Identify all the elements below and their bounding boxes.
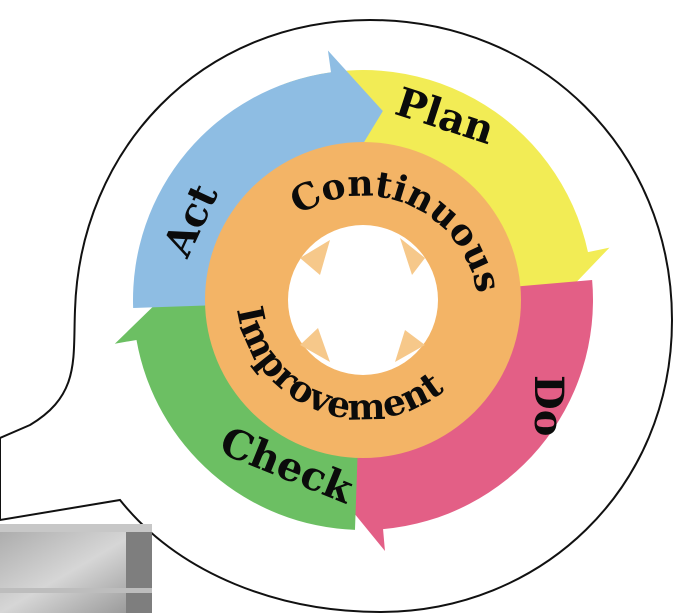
ring-arrow-tip [395, 330, 425, 362]
ring-arrow-tip [300, 240, 330, 275]
photo-fragment [0, 524, 152, 613]
ring-arrow-tip [300, 328, 330, 362]
stage-label-do: Do [525, 375, 572, 436]
stage-arrow-act [132, 50, 383, 309]
improvement-ring [205, 142, 521, 458]
stage-arrow-check [114, 286, 358, 530]
ring-arrow-tip [400, 238, 425, 275]
